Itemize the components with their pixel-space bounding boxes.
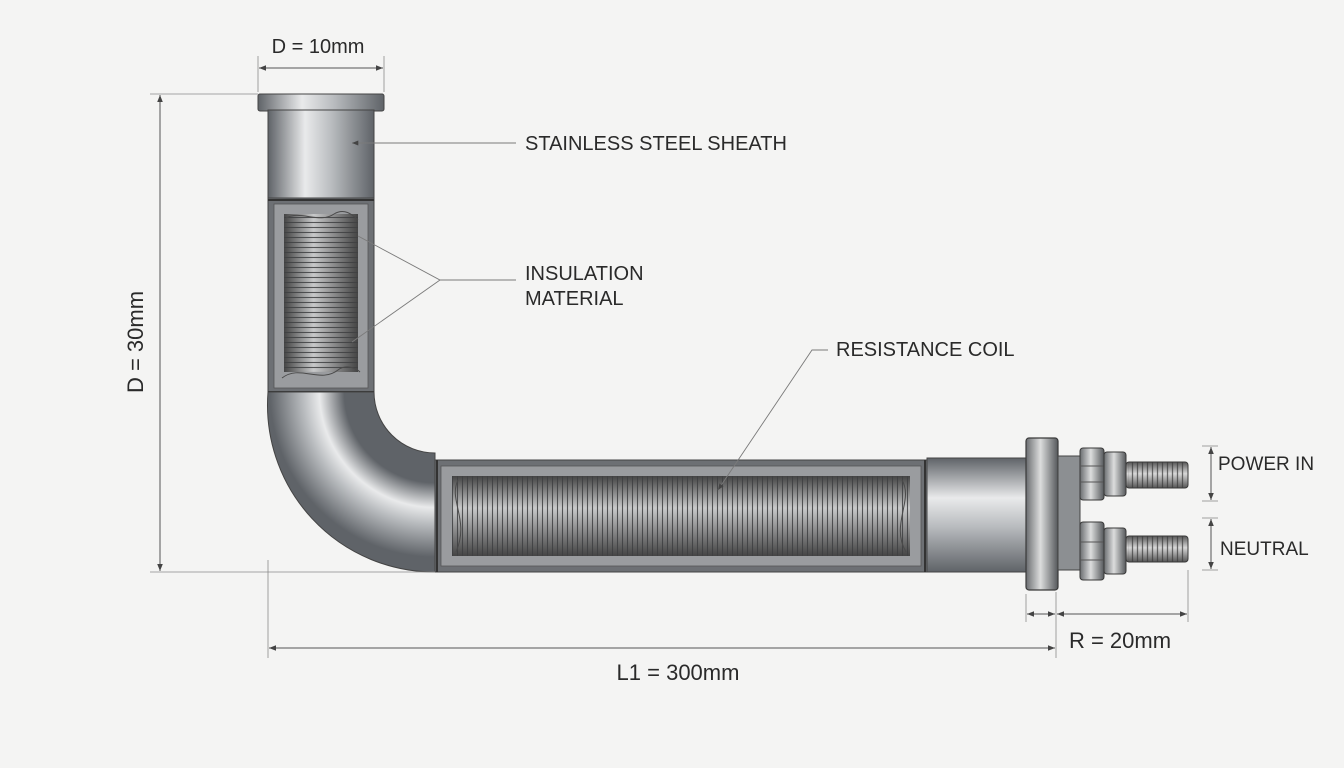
dim-radius: R = 20mm: [1025, 570, 1189, 653]
top-cap: [257, 93, 385, 112]
neutral-nut-1: [1079, 521, 1105, 581]
terminal-power-in: [1079, 447, 1189, 501]
vertical-sheath: [257, 93, 385, 395]
terminal-neutral: [1079, 521, 1189, 581]
pipe-bend: [267, 391, 436, 573]
coil-lead-top: [285, 211, 359, 221]
leader-insulation-upper: [357, 235, 516, 281]
leader-insulation-lower: [351, 279, 441, 343]
dim-radius-label: R = 20mm: [1069, 628, 1171, 653]
upper-sheath-section: [267, 109, 375, 199]
leader-coil: [717, 349, 828, 491]
neutral-nut-2: [1103, 527, 1127, 575]
coil-lead-bottom: [281, 366, 361, 379]
flange-plate: [1025, 437, 1059, 591]
dim-length-label: L1 = 300mm: [617, 660, 740, 685]
label-coil: RESISTANCE COIL: [836, 339, 1015, 361]
power-in-nut-1: [1079, 447, 1105, 501]
dim-top-diameter-label: D = 10mm: [272, 36, 365, 58]
horizontal-sheath: [434, 457, 1028, 573]
power-in-nut-2: [1103, 451, 1127, 497]
dim-height-label: D = 30mm: [123, 291, 148, 393]
label-insulation-line2: MATERIAL: [525, 288, 624, 310]
terminal-span-markers: [1202, 445, 1218, 571]
label-sheath: STAINLESS STEEL SHEATH: [525, 133, 787, 155]
end-sheath-section: [926, 457, 1028, 573]
label-power-in: POWER IN: [1218, 454, 1314, 475]
dim-length: L1 = 300mm: [267, 560, 1057, 685]
terminal-flange: [1025, 437, 1081, 591]
label-insulation-line1: INSULATION: [525, 263, 644, 285]
label-neutral: NEUTRAL: [1220, 539, 1309, 560]
dim-height: D = 30mm: [123, 93, 435, 573]
dim-top-diameter: D = 10mm: [257, 36, 385, 92]
